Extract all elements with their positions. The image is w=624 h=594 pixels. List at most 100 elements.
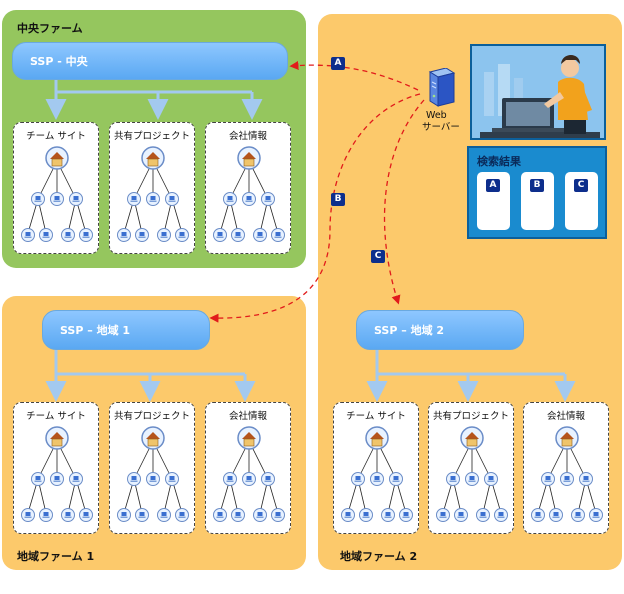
subsite-node-icon [61, 508, 75, 522]
subsite-node-icon [370, 472, 384, 486]
site-title: 会社情報 [228, 411, 267, 422]
subsite-node-icon [484, 472, 498, 486]
site-hierarchy-tree [117, 146, 189, 242]
subsite-node-icon [21, 508, 35, 522]
site-title: 共有プロジェクト [113, 131, 190, 142]
region2-farm-title: 地域ファーム 2 [340, 550, 418, 563]
site-card: 会社情報 [205, 402, 291, 534]
subsite-node-icon [446, 472, 460, 486]
site-hierarchy-tree [213, 146, 285, 242]
subsite-node-icon [39, 228, 53, 242]
subsite-node-icon [261, 472, 275, 486]
central-connectors [45, 80, 263, 120]
subsite-node-icon [399, 508, 413, 522]
home-icon [45, 426, 69, 450]
site-card: チーム サイト [13, 122, 99, 254]
subsite-node-icon [165, 472, 179, 486]
subsite-node-icon [21, 228, 35, 242]
site-hierarchy-tree [21, 146, 93, 242]
central-farm-title: 中央ファーム [17, 22, 83, 35]
subsite-node-icon [359, 508, 373, 522]
subsite-node-icon [560, 472, 574, 486]
subsite-node-icon [157, 228, 171, 242]
subsite-node-icon [61, 228, 75, 242]
subsite-node-icon [253, 508, 267, 522]
user-at-computer-image [470, 44, 606, 140]
web-server-label-line1: Web [426, 110, 447, 121]
subsite-node-icon [494, 508, 508, 522]
site-hierarchy-tree [117, 426, 189, 522]
subsite-node-icon [50, 472, 64, 486]
result-card: B [521, 172, 554, 230]
site-card: 共有プロジェクト [109, 402, 195, 534]
subsite-node-icon [341, 508, 355, 522]
subsite-node-icon [579, 472, 593, 486]
ssp-central-label: SSP - 中央 [30, 55, 88, 68]
region2-connectors [366, 350, 576, 402]
site-card: 会社情報 [205, 122, 291, 254]
subsite-node-icon [351, 472, 365, 486]
subsite-node-icon [69, 472, 83, 486]
site-hierarchy-tree [341, 426, 413, 522]
subsite-node-icon [50, 192, 64, 206]
subsite-node-icon [175, 508, 189, 522]
subsite-node-icon [436, 508, 450, 522]
subsite-node-icon [213, 228, 227, 242]
region1-farm-title: 地域ファーム 1 [17, 550, 95, 563]
subsite-node-icon [531, 508, 545, 522]
subsite-node-icon [541, 472, 555, 486]
site-title: チーム サイト [26, 131, 86, 142]
subsite-node-icon [79, 508, 93, 522]
link-b-marker: B [331, 193, 345, 206]
home-icon [45, 146, 69, 170]
subsite-node-icon [31, 472, 45, 486]
search-results-title: 検索結果 [477, 155, 521, 168]
site-title: チーム サイト [346, 411, 406, 422]
ssp-region1-label: SSP – 地域 1 [60, 324, 131, 337]
subsite-node-icon [146, 472, 160, 486]
site-card: チーム サイト [13, 402, 99, 534]
ssp-central [12, 42, 288, 80]
subsite-node-icon [213, 508, 227, 522]
region1-connectors [45, 350, 256, 402]
link-c-marker: C [371, 250, 385, 263]
ssp-region1 [42, 310, 210, 350]
subsite-node-icon [135, 508, 149, 522]
subsite-node-icon [69, 192, 83, 206]
subsite-node-icon [231, 508, 245, 522]
subsite-node-icon [549, 508, 563, 522]
ssp-region2-label: SSP – 地域 2 [374, 324, 445, 337]
result-card-label: B [530, 179, 544, 192]
result-card-label: A [486, 179, 500, 192]
site-hierarchy-tree [213, 426, 285, 522]
subsite-node-icon [242, 192, 256, 206]
subsite-node-icon [271, 508, 285, 522]
subsite-node-icon [146, 192, 160, 206]
subsite-node-icon [223, 472, 237, 486]
site-card: 会社情報 [523, 402, 609, 534]
web-server-label: Web サーバー [422, 110, 460, 134]
subsite-node-icon [571, 508, 585, 522]
subsite-node-icon [31, 192, 45, 206]
site-card: 共有プロジェクト [109, 122, 195, 254]
result-card: A [477, 172, 510, 230]
subsite-node-icon [465, 472, 479, 486]
result-card: C [565, 172, 598, 230]
subsite-node-icon [231, 228, 245, 242]
subsite-node-icon [39, 508, 53, 522]
subsite-node-icon [271, 228, 285, 242]
link-a [289, 60, 419, 91]
subsite-node-icon [127, 192, 141, 206]
site-hierarchy-tree [436, 426, 508, 522]
site-title: 共有プロジェクト [113, 411, 190, 422]
home-icon [365, 426, 389, 450]
subsite-node-icon [135, 228, 149, 242]
subsite-node-icon [127, 472, 141, 486]
site-title: チーム サイト [26, 411, 86, 422]
subsite-node-icon [261, 192, 275, 206]
home-icon [555, 426, 579, 450]
site-title: 共有プロジェクト [432, 411, 509, 422]
subsite-node-icon [117, 508, 131, 522]
web-server-icon [424, 67, 458, 112]
